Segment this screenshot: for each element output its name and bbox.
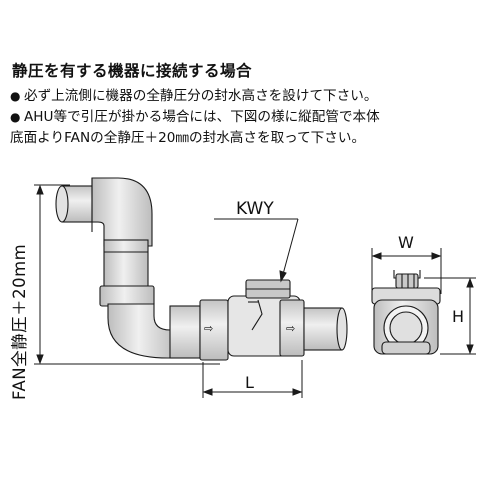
flow-arrow-inlet-icon: ⇨ [204,322,213,335]
end-view-cap [395,273,419,289]
bullet-dot-icon: ● [10,110,21,124]
bullet-item-2: ●AHU等で引圧が掛かる場合には、下図の様に縦配管で本体 [10,107,495,128]
length-arrow-left-icon [202,388,213,396]
bullet-text-1: 必ず上流側に機器の全静圧分の封水高さを設けて下さい。 [24,88,378,104]
vertical-riser [99,239,155,307]
product-label: KWY [236,199,274,219]
product-leader [214,218,299,283]
dimension-arrow-bottom-icon [36,354,44,365]
bullet-text-2a: AHU等で引圧が掛かる場合には、下図の様に縦配管で本体 [24,109,380,125]
kwy-device-end-view [371,270,441,355]
end-view-inner-ring [389,311,423,345]
notes-block: 静圧を有する機器に接続する場合 ●必ず上流側に機器の全静圧分の封水高さを設けて下… [10,60,495,149]
height-arrow-top-icon [466,277,474,288]
bullet-text-2b: 底面よりFANの全静圧＋20㎜の封水高さを取って下さい。 [10,130,366,146]
lower-horizontal-pipe [169,305,201,359]
height-dimension [424,277,476,355]
lower-elbow [107,303,177,359]
device-inner-flap [251,299,263,331]
bullet-dot-icon: ● [10,89,21,103]
height-label: H [452,307,464,326]
width-arrow-left-icon [371,252,382,260]
dimension-arrow-top-icon [36,184,44,195]
outlet-pipe [303,307,348,351]
length-arrow-right-icon [292,388,303,396]
leader-arrow-icon [279,270,287,283]
width-arrow-right-icon [431,252,442,260]
height-arrow-bottom-icon [466,344,474,355]
upper-elbow [91,177,153,247]
length-dimension [202,360,303,398]
bullet-item-1: ●必ず上流側に機器の全静圧分の封水高さを設けて下さい。 [10,86,495,107]
width-dimension [371,248,442,294]
length-label: L [245,373,254,392]
vertical-dimension-label: FAN全静圧＋20mm [10,244,29,400]
flow-arrow-outlet-icon: ⇨ [286,322,295,335]
kwy-device-side-view [199,279,305,361]
notes-heading: 静圧を有する機器に接続する場合 [12,62,253,80]
width-label: W [398,233,414,252]
bullet-item-2-continued: 底面よりFANの全静圧＋20㎜の封水高さを取って下さい。 [10,128,495,149]
vertical-dimension [34,184,220,365]
